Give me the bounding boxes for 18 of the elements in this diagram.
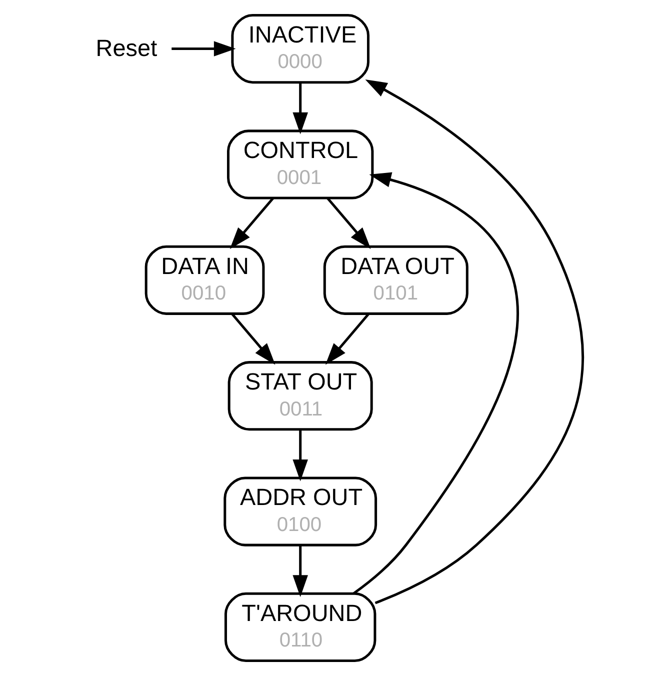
arrow: [292, 545, 308, 597]
node-box: T'AROUND 0110: [224, 592, 376, 662]
node-box: DATA IN 0010: [144, 245, 264, 315]
node-box: ADDR OUT 0100: [223, 476, 377, 546]
arrow: [326, 197, 370, 250]
arrow: [352, 172, 519, 595]
arrow: [230, 312, 275, 365]
arrow: [292, 82, 308, 134]
node-box: CONTROL 0001: [226, 130, 374, 200]
arrow: [324, 312, 370, 365]
arrow: [364, 79, 584, 604]
node-text: Reset: [95, 34, 157, 61]
node-box: DATA OUT 0101: [322, 245, 468, 315]
node-box: STAT OUT 0011: [227, 361, 372, 431]
node-box: INACTIVE 0000: [230, 14, 369, 84]
arrow: [292, 429, 308, 482]
arrow: [229, 197, 274, 250]
arrow: [171, 41, 236, 56]
